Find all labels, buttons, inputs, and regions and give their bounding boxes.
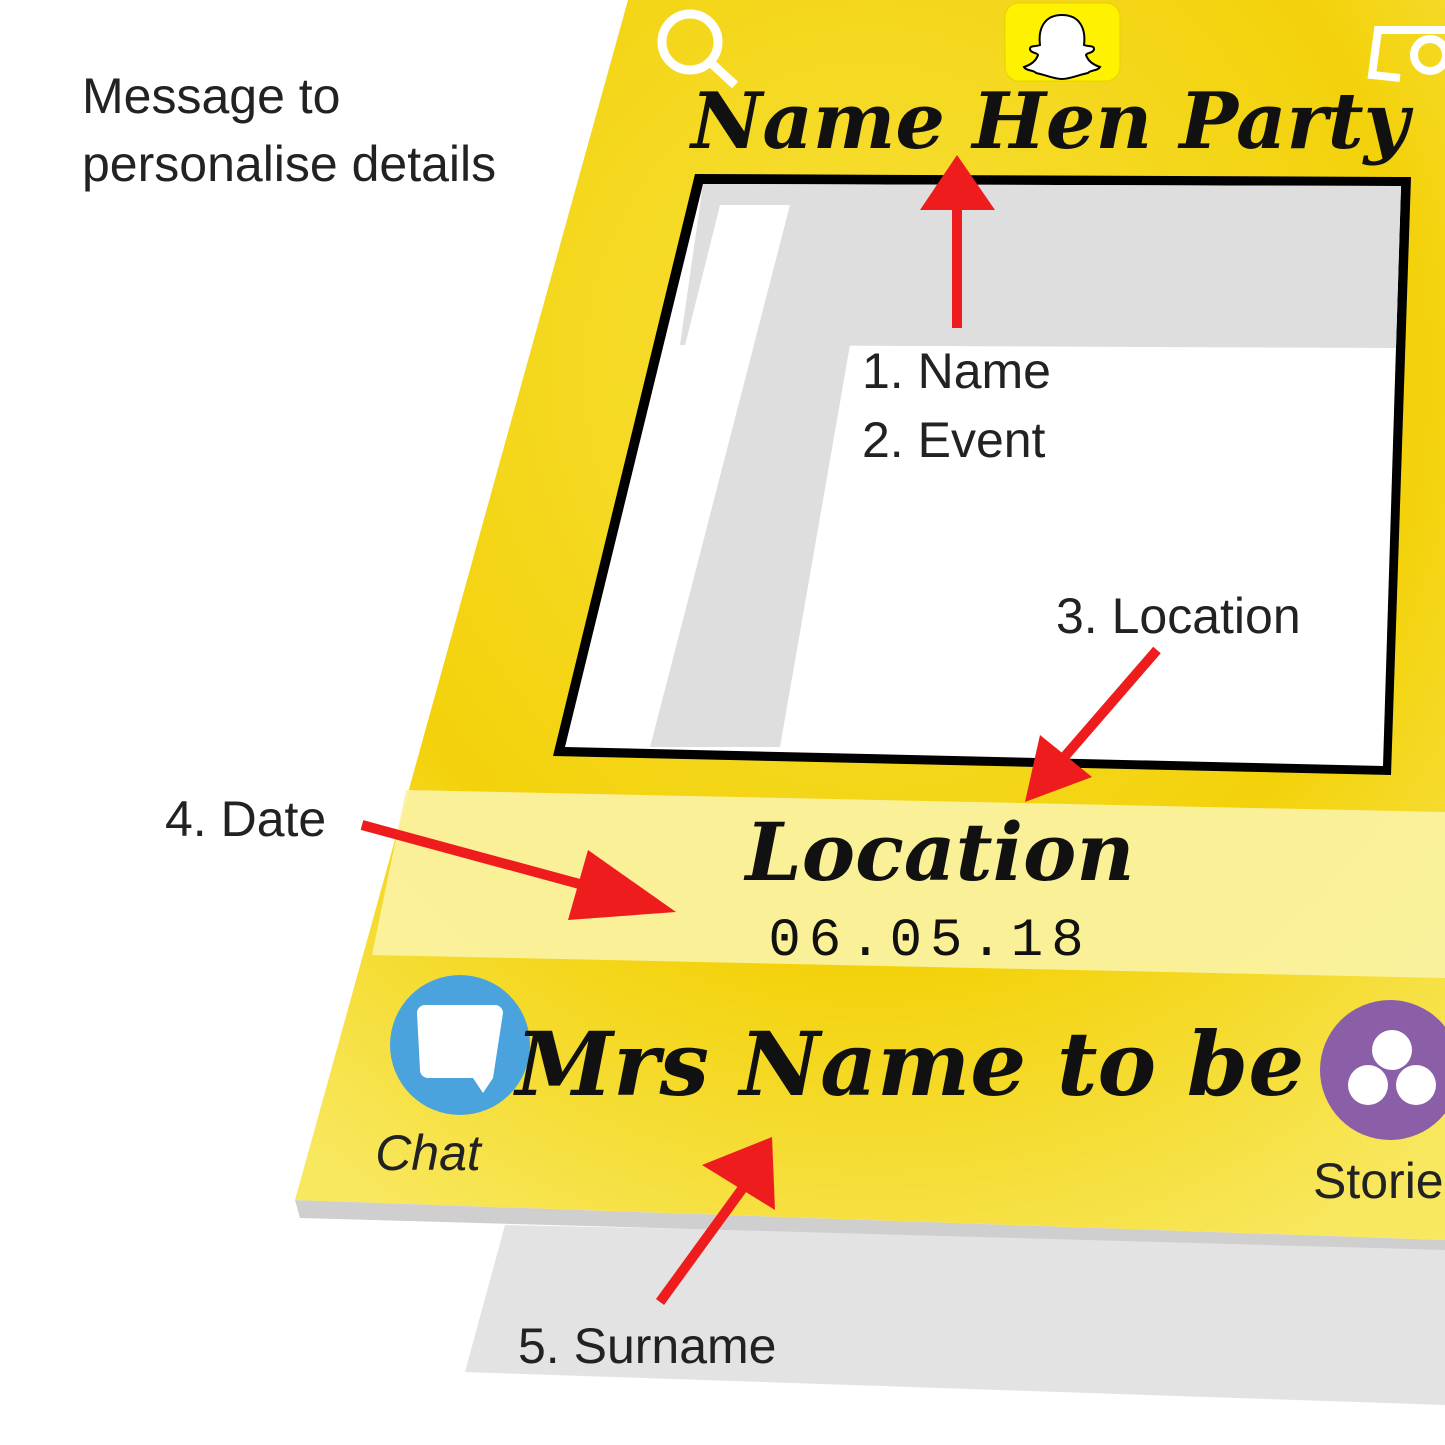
surname-text: Mrs Name to be — [513, 1012, 1305, 1116]
board-edge — [295, 1200, 1445, 1250]
event-title: Name Hen Party — [688, 76, 1414, 167]
chat-label: Chat — [375, 1125, 483, 1181]
annotation-event: 2. Event — [862, 412, 1046, 468]
chat-bubble-icon[interactable] — [390, 975, 530, 1115]
location-band — [372, 790, 1445, 978]
window-highlight — [585, 205, 790, 747]
snapcode-ghost-icon — [1004, 2, 1121, 82]
message-line-2: personalise details — [82, 136, 496, 192]
camera-flip-icon[interactable] — [1367, 26, 1445, 82]
search-icon[interactable] — [657, 9, 739, 89]
date-text: 06.05.18 — [768, 911, 1091, 972]
annotation-name: 1. Name — [862, 343, 1051, 399]
stories-label: Stories — [1313, 1153, 1445, 1209]
arrow-to-date — [360, 820, 676, 920]
window-shadow-left — [650, 205, 850, 747]
window-shadow-top — [680, 184, 1401, 348]
arrow-to-surname — [655, 1137, 775, 1305]
arrow-to-location — [1025, 646, 1161, 802]
annotation-surname: 5. Surname — [518, 1318, 776, 1374]
message-line-1: Message to — [82, 68, 340, 124]
annotation-date: 4. Date — [165, 791, 326, 847]
board-shadow — [465, 1225, 1445, 1405]
stories-icon[interactable] — [1320, 1000, 1445, 1140]
location-text: Location — [743, 805, 1134, 899]
arrow-to-title — [920, 155, 995, 328]
annotation-location: 3. Location — [1056, 588, 1301, 644]
